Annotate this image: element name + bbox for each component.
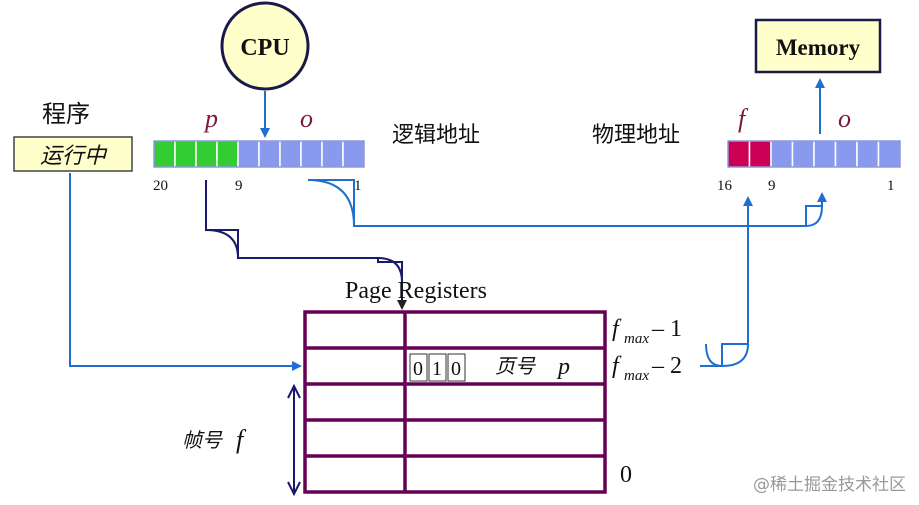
program-to-registers-arrow (69, 173, 302, 371)
entry-caption: 页号 (495, 354, 536, 378)
entry-bit-box-2 (428, 353, 447, 382)
entry-var: p (556, 354, 570, 380)
physical-address-cell (791, 140, 815, 168)
entry-bit-3: 0 (451, 358, 461, 380)
page-bracket-1 (205, 229, 239, 259)
physical-bit-mid: 9 (768, 178, 776, 194)
entry-bit-2: 1 (432, 358, 442, 380)
physical-bit-high: 16 (717, 178, 733, 194)
fmax-minus-2-label: f max – 2 (612, 353, 682, 384)
cpu-node: CPU (220, 1, 310, 91)
physical-address-cell (877, 140, 901, 168)
page-bracket-2 (377, 257, 403, 283)
physical-address-outline (727, 140, 901, 168)
logical-address-cell (195, 140, 218, 168)
logical-address-cell (300, 140, 323, 168)
memory-node: Memory (754, 18, 882, 74)
program-state-box (13, 136, 133, 172)
logical-bit-mid: 9 (235, 178, 243, 194)
logical-address-cell (342, 140, 365, 168)
physical-address-cell (748, 140, 772, 168)
physical-address-label: 物理地址 (592, 123, 680, 148)
frame-axis-arrow-bottom (287, 481, 301, 497)
fmax-2-sub: max (624, 368, 649, 384)
page-registers-table (303, 310, 607, 494)
physical-f-label: f (738, 104, 749, 133)
logical-bit-low: 1 (354, 178, 362, 194)
logical-p-label: p (203, 104, 218, 133)
fmax-2-suffix: – 2 (651, 353, 682, 379)
fmax-1-f: f (612, 316, 622, 342)
program-state: 运行中 (40, 144, 108, 169)
fmax-minus-1-label: f max – 1 (612, 316, 682, 347)
physical-address-cell (770, 140, 794, 168)
logical-address-cell (237, 140, 260, 168)
watermark: @稀土掘金技术社区 (753, 475, 906, 495)
page-registers-title: Page Registers (345, 278, 487, 304)
frame-axis-arrow-top (287, 383, 301, 399)
memory-label: Memory (776, 35, 861, 60)
frame-number-arrow (700, 196, 753, 367)
cpu-label: CPU (240, 35, 289, 61)
fmax-1-sub: max (624, 331, 649, 347)
fmax-2-f: f (612, 353, 622, 379)
logical-address-cell (153, 140, 176, 168)
zero-label: 0 (620, 462, 632, 488)
physical-address-cell (727, 140, 751, 168)
logical-address-label: 逻辑地址 (392, 123, 480, 148)
logical-address-cell (258, 140, 281, 168)
logical-o-label: o (300, 104, 313, 133)
logical-bit-high: 20 (153, 178, 168, 194)
entry-bit-box-3 (447, 353, 466, 382)
physical-address-cell (813, 140, 837, 168)
logical-address-cell (174, 140, 197, 168)
physical-address-cell (856, 140, 880, 168)
offset-bracket-right (805, 205, 823, 227)
frame-bracket (705, 343, 749, 368)
physical-o-label: o (838, 104, 851, 133)
register-table-border (303, 310, 607, 494)
logical-address-cell (321, 140, 344, 168)
offset-copy-arrow (308, 179, 827, 227)
frame-axis-var: f (236, 425, 247, 454)
entry-bit-1: 0 (413, 358, 423, 380)
entry-bit-box-1 (409, 353, 428, 382)
physical-address-register (727, 140, 901, 168)
logical-address-outline (153, 140, 365, 168)
offset-bracket-left (307, 179, 355, 227)
logical-address-register (153, 140, 365, 168)
physical-address-cell (834, 140, 858, 168)
frame-axis-label: 帧号 (182, 428, 223, 452)
program-label: 程序 (42, 100, 90, 128)
fmax-1-suffix: – 1 (651, 316, 682, 342)
logical-address-cell (216, 140, 239, 168)
logical-address-cell (279, 140, 302, 168)
physical-bit-low: 1 (887, 178, 895, 194)
